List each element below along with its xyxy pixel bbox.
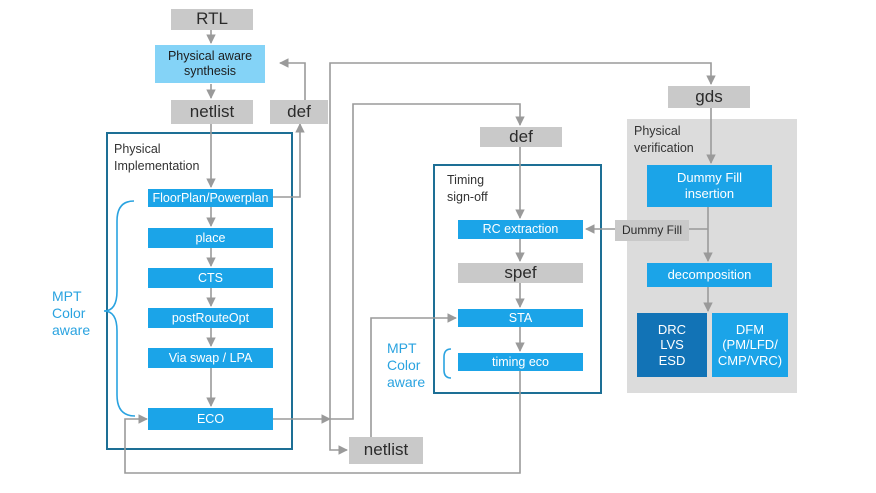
- dummy-fill-insertion-box: Dummy Fill insertion: [647, 165, 772, 207]
- dfm-box: DFM (PM/LFD/ CMP/VRC): [712, 313, 788, 377]
- cts-box: CTS: [148, 268, 273, 288]
- drc-lvs-esd-box: DRC LVS ESD: [637, 313, 707, 377]
- timing-signoff-frame: [433, 164, 602, 394]
- eco-box: ECO: [148, 408, 273, 430]
- mpt-color-aware-left: MPT Color aware: [52, 288, 91, 338]
- physical-implementation-frame: [106, 132, 293, 450]
- floorplan-powerplan-box: FloorPlan/Powerplan: [148, 189, 273, 207]
- decomposition-box: decomposition: [647, 263, 772, 287]
- physical-verification-label: Physical verification: [634, 124, 694, 155]
- physical-implementation-label: Physical Implementation: [114, 142, 200, 173]
- rc-extraction-box: RC extraction: [458, 220, 583, 239]
- sta-box: STA: [458, 309, 583, 327]
- physical-aware-synthesis-box: Physical aware synthesis: [155, 45, 265, 83]
- postrouteopt-box: postRouteOpt: [148, 308, 273, 328]
- spef-box: spef: [458, 263, 583, 283]
- gds-box: gds: [668, 86, 750, 108]
- via-swap-lpa-box: Via swap / LPA: [148, 348, 273, 368]
- netlist-box-bottom: netlist: [349, 437, 423, 464]
- mpt-color-aware-mid: MPT Color aware: [387, 340, 426, 390]
- rtl-box: RTL: [171, 9, 253, 30]
- def-box-mid: def: [480, 127, 562, 147]
- dummy-fill-box: Dummy Fill: [615, 220, 689, 241]
- netlist-box-top: netlist: [171, 100, 253, 124]
- place-box: place: [148, 228, 273, 248]
- def-box-left: def: [270, 100, 328, 124]
- timing-eco-box: timing eco: [458, 353, 583, 371]
- timing-signoff-label: Timing sign-off: [447, 173, 488, 204]
